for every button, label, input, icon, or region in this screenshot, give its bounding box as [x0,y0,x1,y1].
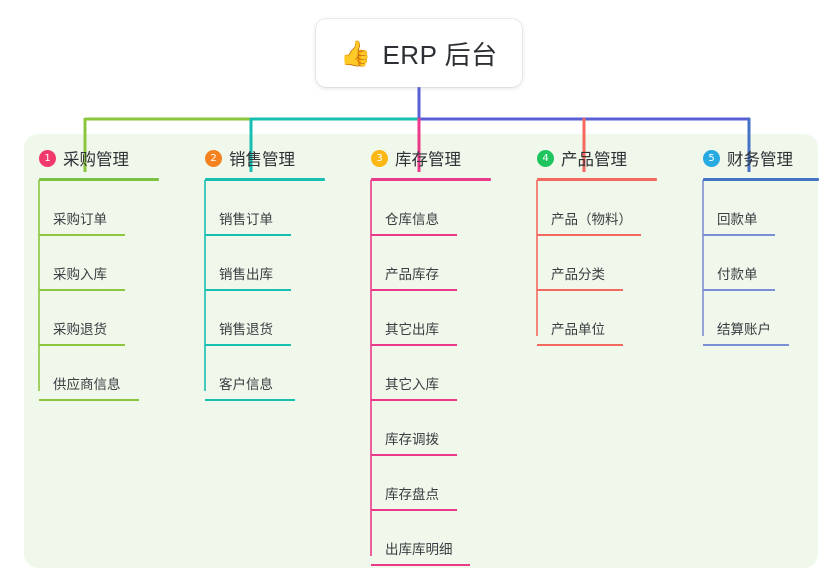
branch-column-finance: 5 财务管理 回款单 付款单 结算账户 [689,144,839,346]
branch-header-inventory[interactable]: 3 库存管理 [357,144,523,172]
item-label: 结算账户 [717,322,771,337]
branch-header-finance[interactable]: 5 财务管理 [689,144,839,172]
list-item[interactable]: 产品（物料） [523,181,689,236]
branch-header-purchase[interactable]: 1 采购管理 [25,144,191,172]
list-item[interactable]: 销售订单 [191,181,357,236]
branch-badge-4: 4 [537,149,554,167]
branch-header-rule-finance [703,178,819,181]
branch-items-finance: 回款单 付款单 结算账户 [689,181,839,346]
item-label: 库存盘点 [385,487,439,502]
diagram-background-panel [24,134,818,568]
list-item[interactable]: 库存盘点 [357,456,523,511]
page-title: ERP 后台 [382,39,498,70]
item-label: 产品（物料） [551,212,632,227]
branch-header-rule-inventory [371,178,491,181]
item-rule [371,234,457,236]
list-item[interactable]: 采购退货 [25,291,191,346]
list-item[interactable]: 销售出库 [191,236,357,291]
item-label: 采购退货 [53,322,107,337]
branch-title-sales: 销售管理 [229,151,295,169]
branch-column-sales: 2 销售管理 销售订单 销售出库 销售退货 客户信息 [191,144,357,401]
list-item[interactable]: 采购入库 [25,236,191,291]
list-item[interactable]: 客户信息 [191,346,357,401]
item-rule [537,289,623,291]
branch-title-inventory: 库存管理 [395,151,461,169]
item-label: 回款单 [717,212,758,227]
item-label: 销售订单 [219,212,273,227]
item-rule [371,344,457,346]
item-rule [371,564,470,566]
item-rule [205,234,291,236]
list-item[interactable]: 产品单位 [523,291,689,346]
list-item[interactable]: 付款单 [689,236,839,291]
list-item[interactable]: 产品分类 [523,236,689,291]
item-label: 销售出库 [219,267,273,282]
item-label: 供应商信息 [53,377,121,392]
item-label: 采购入库 [53,267,107,282]
branch-badge-1: 1 [39,149,56,167]
branch-column-product: 4 产品管理 产品（物料） 产品分类 产品单位 [523,144,689,346]
item-rule [39,399,139,401]
list-item[interactable]: 销售退货 [191,291,357,346]
item-rule [371,399,457,401]
list-item[interactable]: 采购订单 [25,181,191,236]
item-rule [39,344,125,346]
branch-header-rule-product [537,178,657,181]
item-label: 仓库信息 [385,212,439,227]
item-label: 其它入库 [385,377,439,392]
item-rule [537,234,641,236]
list-item[interactable]: 其它出库 [357,291,523,346]
item-label: 销售退货 [219,322,273,337]
branch-items-sales: 销售订单 销售出库 销售退货 客户信息 [191,181,357,401]
branch-header-sales[interactable]: 2 销售管理 [191,144,357,172]
item-rule [371,454,457,456]
branch-badge-2: 2 [205,149,222,167]
list-item[interactable]: 回款单 [689,181,839,236]
branch-items-purchase: 采购订单 采购入库 采购退货 供应商信息 [25,181,191,401]
list-item[interactable]: 出库库明细 [357,511,523,566]
branch-column-inventory: 3 库存管理 仓库信息 产品库存 其它出库 其它入库 库存调拨 [357,144,523,566]
list-item[interactable]: 其它入库 [357,346,523,401]
item-rule [537,344,623,346]
item-label: 出库库明细 [385,542,453,557]
branch-badge-3: 3 [371,149,388,167]
branch-badge-5: 5 [703,149,720,167]
item-label: 客户信息 [219,377,273,392]
item-rule [703,344,789,346]
item-label: 其它出库 [385,322,439,337]
list-item[interactable]: 产品库存 [357,236,523,291]
item-label: 付款单 [717,267,758,282]
branch-title-product: 产品管理 [561,151,627,169]
item-label: 库存调拨 [385,432,439,447]
list-item[interactable]: 供应商信息 [25,346,191,401]
item-label: 产品单位 [551,322,605,337]
branch-header-product[interactable]: 4 产品管理 [523,144,689,172]
item-rule [703,289,775,291]
item-label: 产品分类 [551,267,605,282]
item-rule [205,399,295,401]
branch-title-finance: 财务管理 [727,151,793,169]
branch-title-purchase: 采购管理 [63,151,129,169]
branch-items-product: 产品（物料） 产品分类 产品单位 [523,181,689,346]
item-rule [703,234,775,236]
item-rule [205,289,291,291]
item-label: 产品库存 [385,267,439,282]
root-node[interactable]: 👍 ERP 后台 [316,19,522,87]
branch-column-purchase: 1 采购管理 采购订单 采购入库 采购退货 供应商信息 [25,144,191,401]
list-item[interactable]: 结算账户 [689,291,839,346]
item-rule [39,289,125,291]
branch-header-rule-purchase [39,178,159,181]
list-item[interactable]: 库存调拨 [357,401,523,456]
root-node-content: 👍 ERP 后台 [340,35,497,72]
item-rule [371,509,457,511]
item-rule [39,234,125,236]
branch-header-rule-sales [205,178,325,181]
item-rule [205,344,291,346]
list-item[interactable]: 仓库信息 [357,181,523,236]
branch-items-inventory: 仓库信息 产品库存 其它出库 其它入库 库存调拨 库存盘点 [357,181,523,566]
item-label: 采购订单 [53,212,107,227]
thumbs-up-icon: 👍 [340,38,372,68]
item-rule [371,289,457,291]
